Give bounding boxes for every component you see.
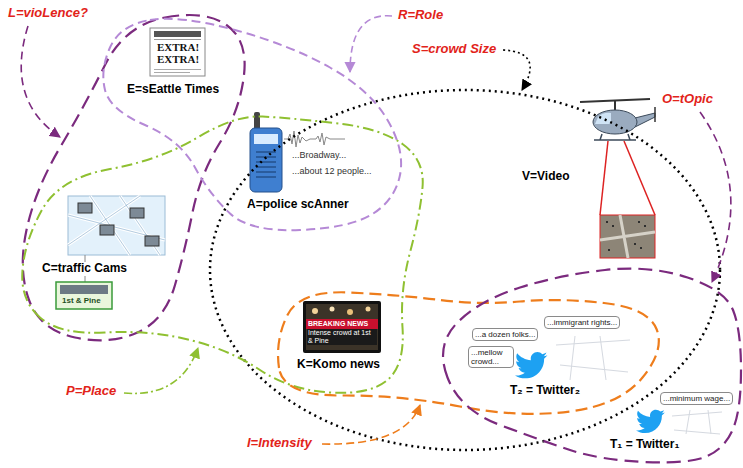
crowd-light [366, 307, 371, 312]
scanner-text: ...about 12 people... [290, 166, 374, 176]
leader-arrow [700, 112, 731, 282]
leader-arrow [350, 16, 392, 72]
tweet-bubble: ...immigrant rights... [544, 316, 620, 329]
role-outline [103, 19, 401, 230]
source-node: 1st & Pine C=traffic Cams [40, 262, 130, 306]
twitter-bird [515, 352, 547, 378]
camera-photo [78, 203, 92, 213]
crowd-light [312, 308, 318, 314]
news-ticker: Intense crowd at 1st & Pine [307, 329, 377, 345]
source-label: V=Video [520, 170, 571, 184]
helicopter-window [595, 113, 611, 124]
source-label: T₁ = Twitter₁ [608, 438, 681, 452]
crowd-light [330, 307, 335, 312]
helicopter-mast [614, 100, 616, 111]
source-node: ...Broadway... ...about 12 people... A=pol… [245, 150, 374, 212]
newspaper-rule [154, 72, 190, 73]
source-label: C=traffic Cams [40, 262, 129, 276]
attribute-label: R=Role [396, 8, 445, 23]
place-outline [22, 116, 423, 392]
faint-map [556, 336, 630, 380]
street-map [68, 196, 165, 255]
aerial-photo [600, 215, 655, 258]
attribute-label: O=tOpic [660, 92, 715, 107]
attribute-label: L=vioLence? [6, 6, 90, 21]
source-node: V=Video [520, 170, 572, 184]
tweet-bubble: ...mellow crowd... [468, 346, 514, 368]
source-label: T₂ = Twitter₂ [508, 384, 582, 398]
source-label: A=police scAnner [245, 198, 351, 212]
camera-view-line [600, 141, 608, 215]
scanner-antenna [254, 112, 260, 130]
camera-photo [100, 225, 114, 235]
leader-arrow [322, 405, 420, 444]
news-banner-bar [306, 319, 378, 329]
attribute-label: I=Intensity [245, 436, 314, 451]
attribute-label: P=Place [64, 384, 118, 399]
tweet-bubble: ...a dozen folks... [472, 328, 538, 341]
scanner-grille [256, 152, 276, 177]
crowd-light [347, 309, 353, 315]
scanner-text: ...Broadway... [290, 150, 348, 160]
source-node: ...minimum wage... T₁ = Twitter₁ [608, 392, 734, 452]
source-node: EXTRA! EXTRA! E=sEattle Times [125, 42, 222, 97]
camera-photo [60, 285, 108, 294]
camera-view-line [624, 141, 655, 215]
leader-arrow [124, 348, 198, 393]
map-streets [68, 196, 165, 255]
attribute-label: S=crowd Size [410, 42, 498, 57]
newspaper-icon [150, 28, 205, 76]
source-label: E=sEattle Times [125, 83, 221, 97]
leader-arrow [503, 50, 530, 90]
tweet-bubble: ...minimum wage... [660, 392, 733, 405]
newspaper-masthead [154, 31, 201, 37]
source-label: K=Komo news [295, 358, 382, 372]
intensity-outline [278, 292, 659, 414]
helicopter-tail-rotor [654, 107, 656, 122]
camera-photo [145, 236, 159, 246]
camera-frame [56, 282, 112, 309]
helicopter-tail [635, 113, 655, 127]
helicopter-skids [594, 134, 636, 140]
news-banner: BREAKING NEWS [307, 319, 369, 329]
headline-text: EXTRA! EXTRA! [154, 42, 202, 65]
tv-icon [303, 301, 381, 353]
newspaper-rule [154, 69, 201, 70]
camera-photo [130, 208, 144, 218]
aerial-streets [600, 215, 655, 258]
leader-arrow [21, 26, 60, 137]
topic-outline [443, 269, 741, 463]
newspaper-rule [154, 39, 201, 40]
audio-waveform [284, 131, 345, 147]
helicopter-body [593, 110, 637, 134]
aerial-crowd [606, 222, 646, 250]
twitter-bird [636, 410, 665, 433]
faint-map [672, 410, 722, 434]
source-node: BREAKING NEWSIntense crowd at 1st & Pine… [295, 319, 383, 372]
tv-screen [306, 304, 378, 350]
source-node: ...a dozen folks... ...immigrant rights..… [468, 316, 621, 398]
scanner-display [254, 134, 278, 144]
camera-caption: 1st & Pine [60, 296, 103, 305]
scanner-icon [250, 128, 282, 192]
map-streets [68, 196, 165, 255]
